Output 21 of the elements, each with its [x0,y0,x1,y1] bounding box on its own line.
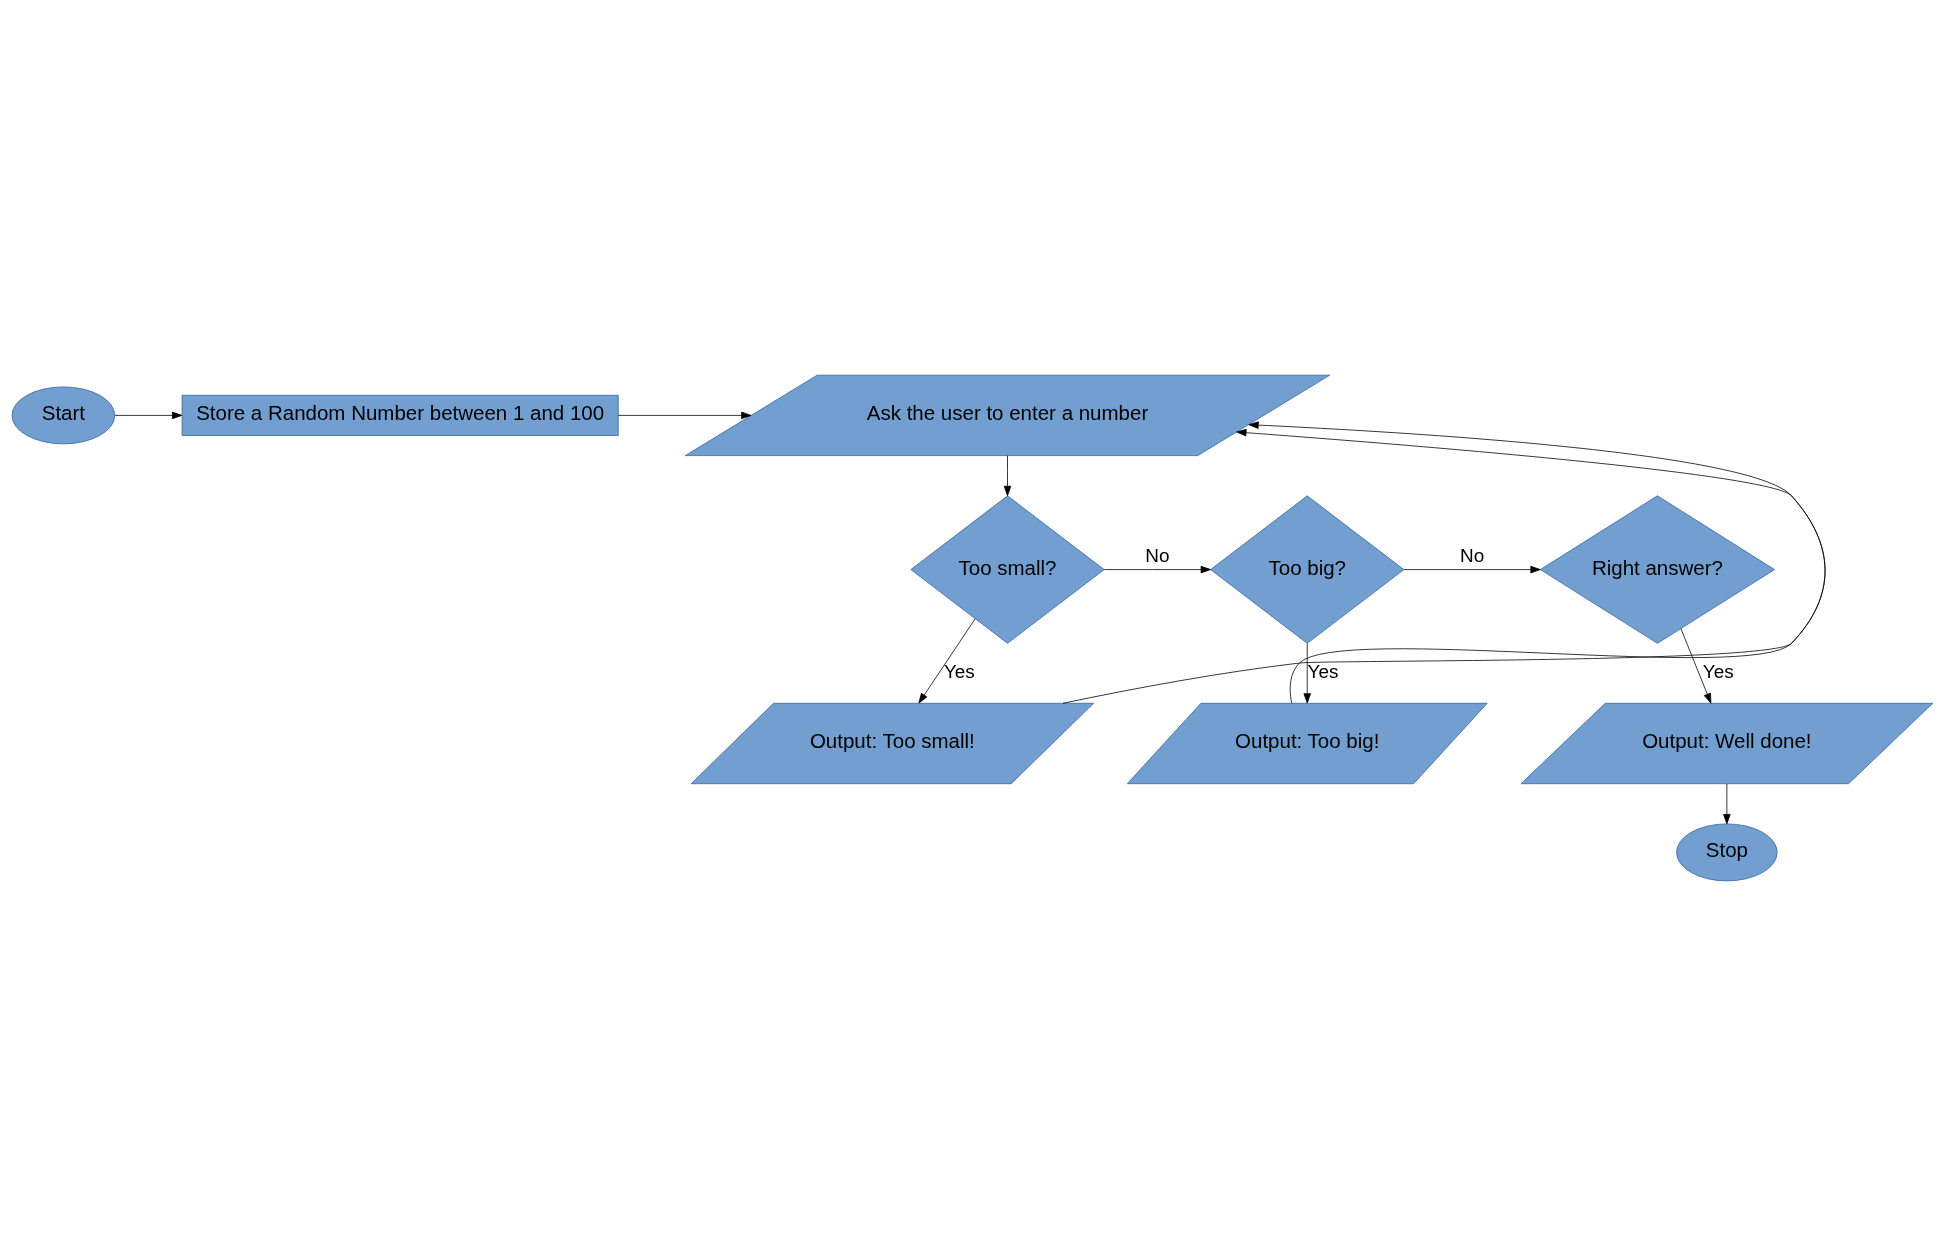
arrow [918,617,976,703]
arrow [1723,783,1731,824]
arrow [1303,642,1311,703]
edge-label: No [1145,544,1170,566]
arrow [1003,454,1012,496]
arrow [1103,565,1211,573]
node-box: Store a Random Number between 1 and 100 [181,394,619,436]
arrow [1062,420,1826,704]
node-diamond: Too big? [1210,494,1405,644]
edge-label: Yes [1702,660,1734,682]
arrow [1403,565,1541,573]
node-ellipse: Stop [1676,823,1778,881]
edge-label: No [1460,544,1485,566]
edge-label: Yes [1307,660,1339,682]
edge-label: Yes [943,660,975,682]
node-ellipse: Start [11,386,116,444]
node-diamond: Too small? [910,494,1105,644]
arrow [1680,627,1712,704]
arrow [114,411,183,419]
arrow [618,411,752,419]
node-diamond: Right answer? [1540,494,1775,644]
